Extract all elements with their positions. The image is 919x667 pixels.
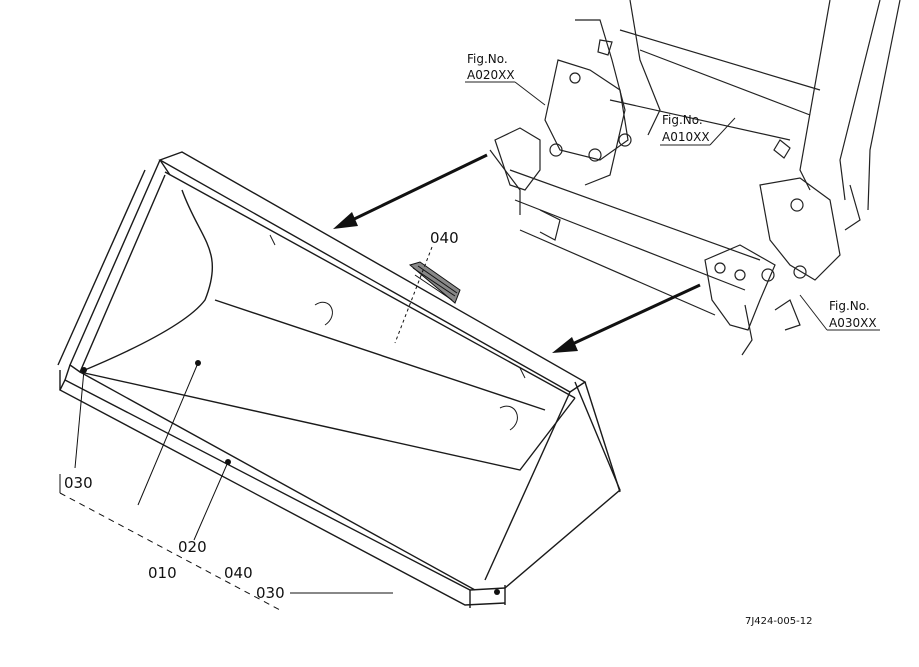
loader-frame xyxy=(489,0,901,356)
bucket xyxy=(57,151,621,608)
part-label-040-grille: 040 xyxy=(430,229,459,247)
fig-ref-a030: Fig.No. A030XX xyxy=(829,299,877,330)
fig-ref-a020-title: Fig.No. xyxy=(467,52,508,66)
part-label-020: 020 xyxy=(178,538,207,556)
attachment-arrows xyxy=(333,153,701,353)
fig-ref-a010-number: A010XX xyxy=(662,130,710,144)
part-leaders xyxy=(59,246,433,611)
fig-ref-a020: Fig.No. A020XX xyxy=(467,52,515,82)
fig-ref-a030-number: A030XX xyxy=(829,316,877,330)
fig-ref-a010-title: Fig.No. xyxy=(662,113,703,127)
part-label-030-left: 030 xyxy=(64,474,93,492)
part-label-030-bottom: 030 xyxy=(256,584,285,602)
part-markers xyxy=(81,360,500,595)
fig-ref-a030-title: Fig.No. xyxy=(829,299,870,313)
fig-ref-a020-number: A020XX xyxy=(467,68,515,82)
part-label-010: 010 xyxy=(148,564,177,582)
fig-ref-a010: Fig.No. A010XX xyxy=(662,113,710,144)
part-label-040-bottom: 040 xyxy=(224,564,253,582)
reference-leaders xyxy=(465,81,880,331)
drawing-number: 7J424-005-12 xyxy=(745,616,812,627)
